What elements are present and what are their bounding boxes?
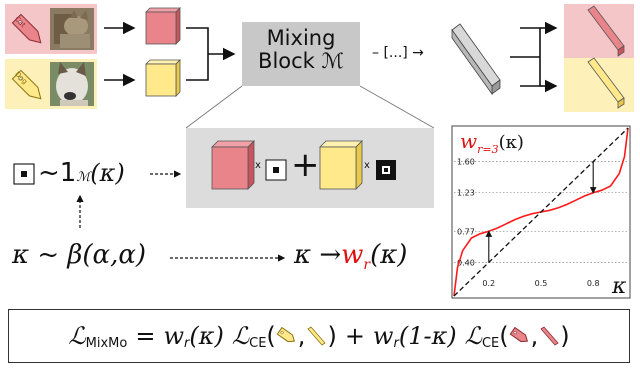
yellow-feature-cube xyxy=(145,59,181,97)
chart-title-sub: r=3 xyxy=(477,143,498,156)
dog-tag-icon xyxy=(11,69,42,100)
ce-2-close-paren: ) xyxy=(560,322,570,350)
indicator-one: 1 xyxy=(59,158,77,188)
loss-subscript: MixMo xyxy=(85,335,128,351)
chart-x-tick-label-0: 0.2 xyxy=(482,279,495,288)
mixing-block-line2: Block ℳ xyxy=(258,49,344,73)
ce-1-close-paren: ) xyxy=(327,322,337,350)
mixing-block-line1: Mixing xyxy=(266,26,336,50)
red-bar-icon-formula xyxy=(540,326,559,346)
chart-identity-line xyxy=(453,127,629,297)
chart-series-group xyxy=(453,127,629,297)
kappa-map: κ → xyxy=(294,240,342,270)
mixing-block-label: Mixing Block ℳ xyxy=(242,27,360,73)
weight-2-argument: (1-κ) xyxy=(398,322,457,350)
ce-1-symbol: ℒ xyxy=(231,322,250,350)
zoom-line-right xyxy=(359,85,435,129)
equals-sign: = xyxy=(135,322,156,350)
loss-symbol: ℒ xyxy=(68,322,86,350)
weight-symbol: w xyxy=(341,240,364,270)
chart-title-arg: (κ) xyxy=(499,132,524,153)
kappa-sampling: κ ~ β(α,α) xyxy=(12,240,147,270)
chart-title: wr=3(κ) xyxy=(460,129,524,156)
chart-dotted-guides xyxy=(454,161,628,263)
chart-title-main: w xyxy=(460,129,477,153)
dog-input-image xyxy=(5,59,97,109)
chart-x-tick-label-1: 0.5 xyxy=(535,279,548,288)
chart-x-label: κ xyxy=(611,274,627,299)
chart-y-tick-label-1: 0.77 xyxy=(457,227,475,236)
indicator-tilde: ~ xyxy=(38,158,60,188)
weight-2-symbol: w xyxy=(372,322,394,350)
yellow-bar-icon-formula xyxy=(307,326,327,346)
indicator-subscript: ℳ xyxy=(76,170,91,185)
indicator-expression: ~1ℳ(κ) xyxy=(38,158,125,188)
ce-2-open-paren: ( xyxy=(499,322,509,350)
plus-sign: + xyxy=(291,145,320,185)
chart-annotations xyxy=(485,161,597,263)
weight-mapping: κ →wr(κ) xyxy=(294,240,408,273)
dog-tag-icon-formula xyxy=(276,326,295,343)
ce-1-comma: , xyxy=(297,322,306,350)
mixing-block xyxy=(242,22,360,86)
ce-2-symbol: ℒ xyxy=(464,322,482,350)
chart-y-tick-label-2: 1.23 xyxy=(457,189,475,198)
chart-y-axis: 0.40 0.77 1.23 1.60 xyxy=(457,158,475,268)
cat-input-image xyxy=(5,4,97,54)
merge-bracket xyxy=(186,27,209,81)
yellow-output-bar xyxy=(587,57,625,109)
shared-feature-bar xyxy=(451,23,501,96)
zoom-line-left xyxy=(185,85,243,129)
cat-tag-icon xyxy=(11,13,42,44)
cat-tag-icon-formula xyxy=(509,326,528,343)
weight-1-symbol: w xyxy=(163,322,184,350)
ce-1-open-paren: ( xyxy=(266,322,276,350)
chart-y-tick-label-0: 0.40 xyxy=(457,258,475,267)
weight-2-subscript: r xyxy=(393,335,399,351)
yellow-mix-cube xyxy=(319,140,363,190)
weight-subscript: r xyxy=(363,257,371,273)
times-sign-1: x xyxy=(255,160,261,171)
weight-1-subscript: r xyxy=(184,335,190,351)
red-output-bar xyxy=(587,5,625,57)
weight-1-argument: (κ) xyxy=(189,322,224,350)
indicator-mask xyxy=(13,163,35,185)
ce-2-subscript: CE xyxy=(481,335,500,351)
formula-plus: + xyxy=(344,322,365,350)
ce-1-subscript: CE xyxy=(249,335,267,351)
times-sign-2: x xyxy=(364,160,370,171)
ce-2-comma: , xyxy=(530,322,539,350)
weight-argument: (κ) xyxy=(370,240,408,270)
chart-x-axis: 0.2 0.5 0.8 xyxy=(482,279,599,288)
indicator-argument: (κ) xyxy=(90,159,125,187)
chart-y-tick-label-3: 1.60 xyxy=(457,158,475,167)
weight-function-chart: 0.40 0.77 1.23 1.60 0.2 0.5 0.8 κ wr=3(κ) xyxy=(451,125,631,299)
chart-x-tick-label-2: 0.8 xyxy=(587,279,600,288)
red-mix-cube xyxy=(211,140,255,190)
small-mask-white xyxy=(265,159,287,181)
small-mask-black xyxy=(376,160,396,180)
ellipsis-connector: – [...] → xyxy=(372,45,424,61)
red-feature-cube xyxy=(145,7,181,45)
